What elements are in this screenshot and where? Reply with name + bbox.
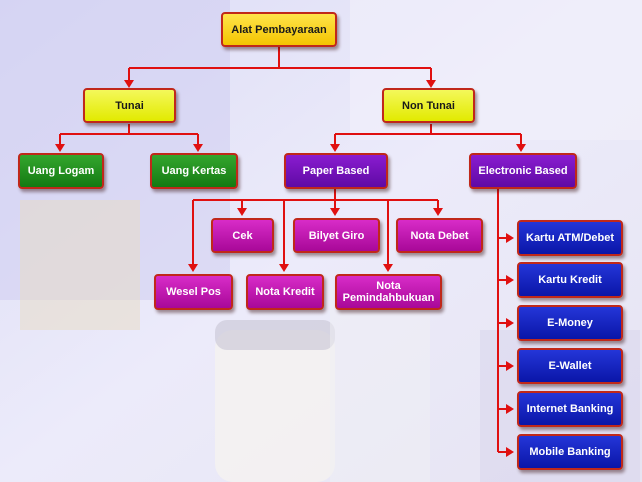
node-uang-kertas: Uang Kertas: [150, 153, 238, 189]
node-label: Electronic Based: [478, 165, 568, 177]
node-label: Nota Pemindahbukuan: [342, 280, 435, 304]
node-tunai: Tunai: [83, 88, 176, 123]
node-uang-logam: Uang Logam: [18, 153, 104, 189]
node-label: Bilyet Giro: [308, 229, 365, 242]
node-nota-pemindahbukuan: Nota Pemindahbukuan: [335, 274, 442, 310]
node-nota-kredit: Nota Kredit: [246, 274, 324, 310]
node-label: E-Wallet: [548, 360, 592, 372]
node-label: Non Tunai: [402, 99, 455, 112]
node-label: Nota Debet: [410, 229, 469, 242]
node-alat-pembayaraan: Alat Pembayaraan: [221, 12, 337, 47]
node-e-wallet: E-Wallet: [517, 348, 623, 384]
node-label: Mobile Banking: [529, 446, 611, 458]
node-label: Kartu ATM/Debet: [526, 232, 614, 244]
node-label: E-Money: [547, 317, 593, 329]
node-kartu-atm-debet: Kartu ATM/Debet: [517, 220, 623, 256]
node-mobile-banking: Mobile Banking: [517, 434, 623, 470]
node-label: Alat Pembayaraan: [231, 23, 327, 36]
node-non-tunai: Non Tunai: [382, 88, 475, 123]
node-label: Uang Kertas: [161, 165, 227, 177]
node-label: Internet Banking: [526, 403, 614, 415]
node-e-money: E-Money: [517, 305, 623, 341]
node-label: Cek: [232, 229, 253, 242]
node-kartu-kredit: Kartu Kredit: [517, 262, 623, 298]
node-wesel-pos: Wesel Pos: [154, 274, 233, 310]
node-label: Uang Logam: [27, 165, 95, 177]
node-internet-banking: Internet Banking: [517, 391, 623, 427]
node-electronic-based: Electronic Based: [469, 153, 577, 189]
node-label: Kartu Kredit: [538, 274, 602, 286]
node-nota-debet: Nota Debet: [396, 218, 483, 253]
node-paper-based: Paper Based: [284, 153, 388, 189]
node-bilyet-giro: Bilyet Giro: [293, 218, 380, 253]
node-label: Nota Kredit: [255, 286, 315, 298]
node-label: Wesel Pos: [166, 286, 221, 298]
node-label: Paper Based: [302, 165, 370, 177]
node-label: Tunai: [115, 99, 144, 112]
node-cek: Cek: [211, 218, 274, 253]
